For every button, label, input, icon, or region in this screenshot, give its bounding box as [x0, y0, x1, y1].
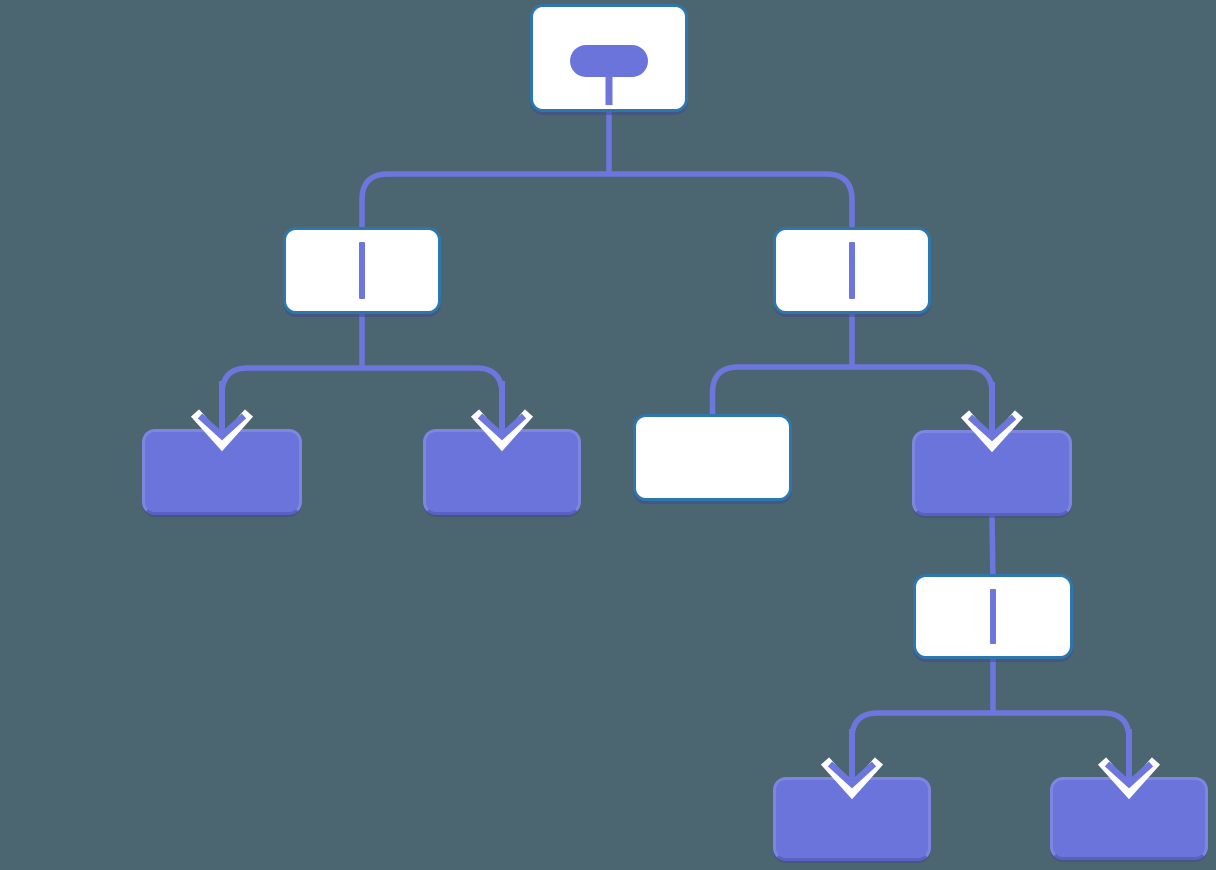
junction-divider-line [359, 242, 365, 299]
root-pill-stem [605, 75, 613, 105]
node-branch-bottom[interactable] [913, 574, 1073, 659]
arrowhead-chevron-icon [197, 413, 247, 441]
edge-rail [849, 710, 1132, 759]
node-root[interactable] [530, 4, 688, 112]
arrowhead-chevron-icon [827, 761, 877, 789]
node-branch-left[interactable] [283, 227, 441, 314]
arrowhead-chevron-icon [967, 414, 1017, 442]
junction-divider-line [849, 242, 855, 299]
arrowhead-chevron-icon [1104, 761, 1154, 789]
root-pill-shape [570, 45, 648, 77]
node-card-plain[interactable] [633, 414, 792, 501]
arrowhead-chevron-icon [477, 413, 527, 441]
edge-connector [989, 515, 996, 585]
edge-rail [359, 171, 855, 237]
junction-divider-line [990, 588, 996, 645]
node-branch-right[interactable] [773, 227, 931, 314]
